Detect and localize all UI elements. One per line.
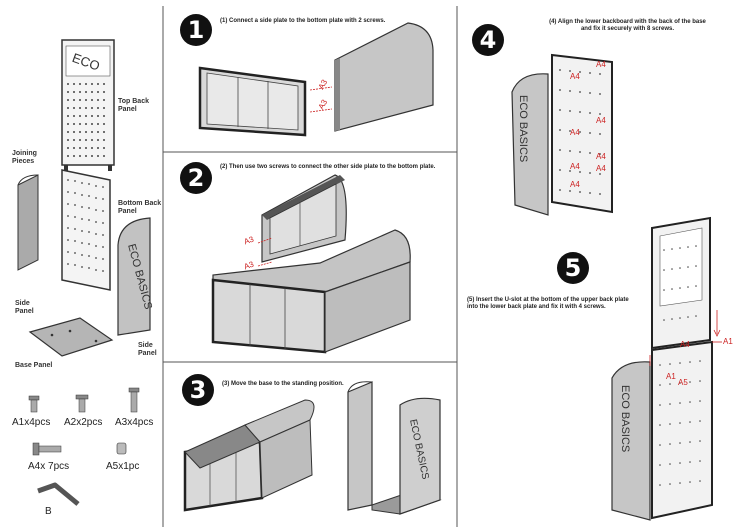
callout-a4-step5: A4 <box>680 340 690 349</box>
label-top-back-panel: Top Back Panel <box>118 98 149 113</box>
label-hw-b: B <box>45 506 52 517</box>
step-2-text: (2) Then use two screws to connect the o… <box>220 164 436 170</box>
callout-a4-step4-8: A4 <box>596 164 606 173</box>
step3-base-drawing <box>183 399 315 512</box>
label-hw-a4: A4x 7pcs <box>28 461 70 472</box>
screw-a1-icon <box>28 395 40 413</box>
bottom-back-panel-drawing <box>61 169 111 291</box>
step3-standing-drawing: ECO BASICS <box>347 381 442 515</box>
step-3-badge: 3 <box>182 374 214 406</box>
label-hw-a1: A1x4pcs <box>12 417 51 428</box>
svg-text:ECO BASICS: ECO BASICS <box>619 385 631 452</box>
screw-a2-icon <box>75 394 89 413</box>
callout-a1-step5: A1 <box>723 337 733 346</box>
callout-a4-step4-2: A4 <box>596 60 606 69</box>
side-panel-right-drawing: ECO BASICS <box>117 217 154 336</box>
screw-a4-icon <box>32 442 62 456</box>
label-hw-a3: A3x4pcs <box>115 417 154 428</box>
step-4-badge: 4 <box>472 24 504 56</box>
step-3-text: (3) Move the base to the standing positi… <box>222 381 344 387</box>
hex-key-b-icon <box>37 482 80 506</box>
step-4-text: (4) Align the lower backboard with the b… <box>549 19 706 32</box>
label-base-panel: Base Panel <box>15 362 53 369</box>
step-1-text: (1) Connect a side plate to the bottom p… <box>220 18 386 24</box>
screw-a3-icon <box>128 387 140 413</box>
label-side-panel-right: Side Panel <box>138 342 157 357</box>
step-5-text: (5) Insert the U-slot at the bottom of t… <box>467 297 629 310</box>
callout-a4-step4-5: A4 <box>570 162 580 171</box>
callout-a4-step4-4: A4 <box>596 116 606 125</box>
callout-a4-step4-1: A4 <box>570 72 580 81</box>
nut-a5-icon <box>116 442 127 455</box>
label-joining-pieces: Joining Pieces <box>12 150 37 165</box>
callout-a4-step4-6: A4 <box>596 152 606 161</box>
step4-assembly-drawing: ECO BASICS <box>511 53 613 216</box>
callout-a1-step5-inner: A1 <box>666 372 676 381</box>
callout-a4-step4-7: A4 <box>570 180 580 189</box>
base-panel-drawing <box>28 317 114 357</box>
step-1-badge: 1 <box>180 14 212 46</box>
step2-frame-drawing <box>211 174 411 354</box>
step1-frame-drawing <box>198 22 434 137</box>
label-hw-a2: A2x2pcs <box>64 417 103 428</box>
top-back-panel-drawing: ECO <box>61 39 115 171</box>
svg-text:ECO BASICS: ECO BASICS <box>517 95 529 162</box>
label-hw-a5: A5x1pc <box>106 461 140 472</box>
label-side-panel-left: Side Panel <box>15 300 34 315</box>
step-2-badge: 2 <box>180 162 212 194</box>
callout-a5-step5: A5 <box>678 378 688 387</box>
label-bottom-back-panel: Bottom Back Panel <box>118 200 162 215</box>
callout-a4-step4-3: A4 <box>570 128 580 137</box>
joining-piece-drawing <box>17 174 39 271</box>
step-5-badge: 5 <box>557 252 589 284</box>
step5-assembly-drawing: ECO BASICS <box>611 216 722 521</box>
